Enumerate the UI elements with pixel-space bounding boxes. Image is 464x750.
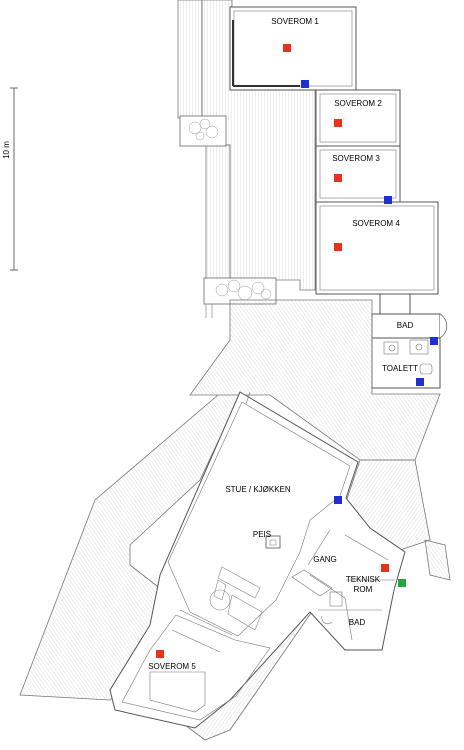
label-peis: PEIS [253,530,271,539]
room-bad-top: BAD [371,313,448,339]
label-soverom1: SOVEROM 1 [271,17,319,26]
planter-north [179,115,227,147]
label-stue: STUE / KJØKKEN [225,485,291,494]
room-soverom4: SOVEROM 4 [315,201,439,295]
marker-red [283,44,291,52]
marker-red [381,564,389,572]
marker-blue [416,378,424,386]
marker-blue [430,337,438,345]
label-bad-bottom: BAD [349,618,366,627]
marker-blue [334,496,342,504]
shrub-north [188,118,219,141]
label-bad-top: BAD [397,321,414,330]
corridor-link [379,293,411,315]
label-soverom5: SOVEROM 5 [148,662,196,671]
marker-green [398,579,406,587]
label-soverom4: SOVEROM 4 [352,219,400,228]
room-soverom2: SOVEROM 2 [315,89,401,147]
marker-red [334,119,342,127]
room-soverom1: SOVEROM 1 [229,6,357,91]
top-deck [177,0,316,318]
scale-bar: 10 m [2,87,18,271]
sofa-group [209,566,263,631]
scale-label: 10 m [2,141,11,159]
marker-blue [301,80,309,88]
label-soverom3: SOVEROM 3 [332,154,380,163]
room-toalett: TOALETT [371,337,441,389]
marker-red [334,243,342,251]
label-toalett: TOALETT [382,364,418,373]
room-soverom3: SOVEROM 3 [315,145,401,203]
label-teknisk-line1: TEKNISK [346,575,381,584]
marker-red [156,650,164,658]
marker-blue [384,196,392,204]
label-soverom2: SOVEROM 2 [334,99,382,108]
marker-red [334,174,342,182]
lower-house [109,391,406,729]
markers [156,44,438,658]
fireplace [265,535,281,549]
label-gang: GANG [313,555,337,564]
label-teknisk-line2: ROM [354,585,373,594]
shrub-south [215,279,272,301]
